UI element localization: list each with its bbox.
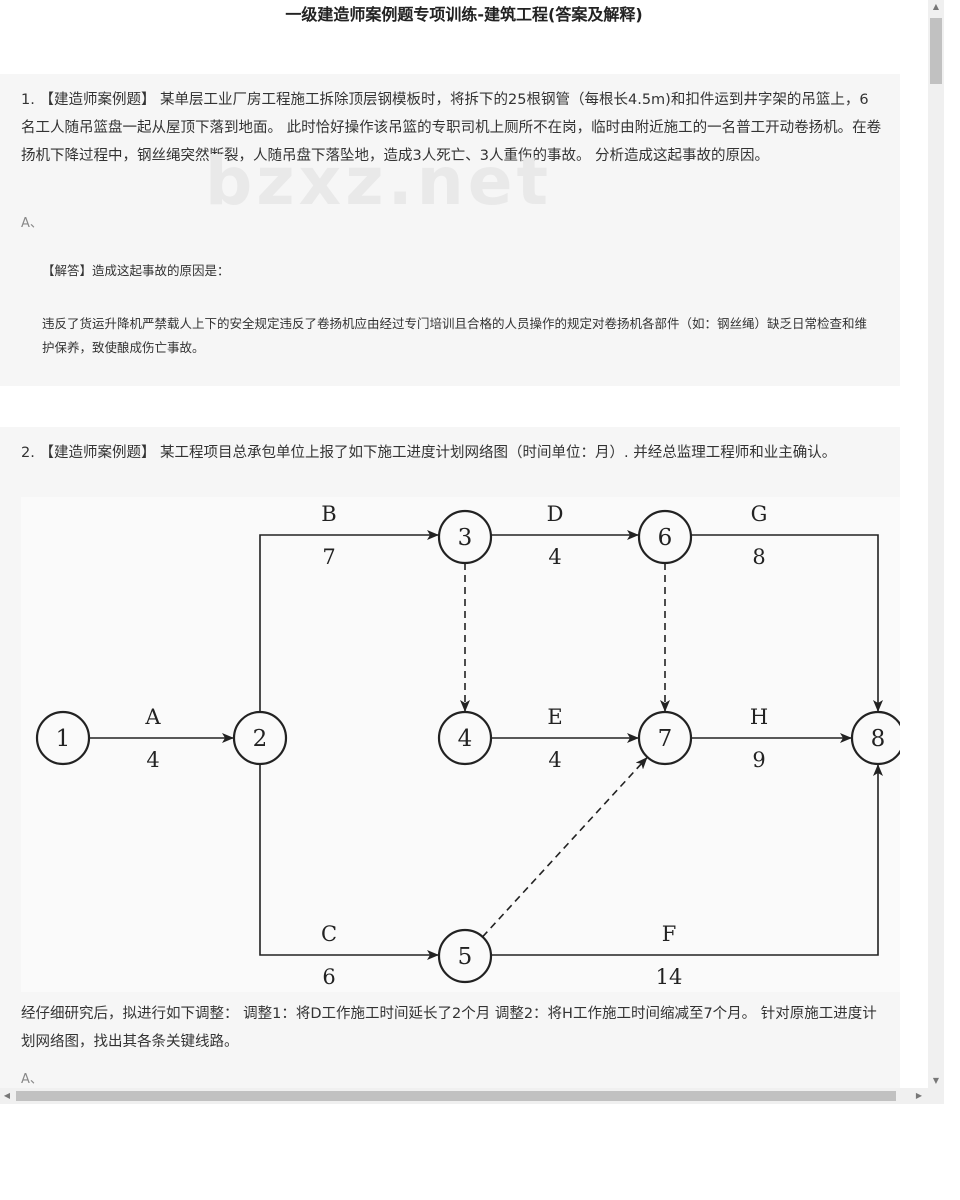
vertical-scroll-thumb[interactable] xyxy=(930,18,942,84)
activity-arrow-F xyxy=(491,764,883,956)
activity-name-F: F xyxy=(662,922,677,946)
scroll-up-icon[interactable]: ▲ xyxy=(932,2,940,11)
activity-name-B: B xyxy=(321,502,336,526)
node-label-8: 8 xyxy=(871,726,886,752)
activity-arrow-C xyxy=(259,764,439,960)
activity-arrow-B xyxy=(259,530,439,712)
horizontal-scroll-thumb[interactable] xyxy=(16,1091,896,1101)
node-circle-5 xyxy=(437,928,493,984)
node-label-6: 6 xyxy=(658,525,673,551)
node-label-1: 1 xyxy=(56,726,71,752)
page-title: 一级建造师案例题专项训练-建筑工程(答案及解释) xyxy=(285,5,643,24)
activity-duration-F: 14 xyxy=(656,965,683,989)
activity-duration-A: 4 xyxy=(146,748,159,772)
node-label-2: 2 xyxy=(253,726,268,752)
activity-name-E: E xyxy=(547,705,562,729)
scroll-right-icon[interactable]: ▶ xyxy=(915,1091,923,1100)
activity-arrow-G xyxy=(691,534,883,712)
question-1-explanation-body: 违反了货运升降机严禁载人上下的安全规定违反了卷扬机应由经过专门培训且合格的人员操… xyxy=(42,316,868,355)
scroll-down-icon[interactable]: ▼ xyxy=(932,1076,940,1085)
activity-duration-E: 4 xyxy=(548,748,561,772)
activity-duration-B: 7 xyxy=(322,545,335,569)
activity-duration-G: 8 xyxy=(752,545,765,569)
document-viewport: 一级建造师案例题专项训练-建筑工程(答案及解释) 1. 【建造师案例题】 某单层… xyxy=(0,5,906,1087)
activity-duration-C: 6 xyxy=(322,965,335,989)
activity-name-D: D xyxy=(547,502,564,526)
question-1-answer-label: A、 xyxy=(21,216,43,231)
question-2-text: 2. 【建造师案例题】 某工程项目总承包单位上报了如下施工进度计划网络图（时间单… xyxy=(21,445,837,461)
node-circle-3 xyxy=(437,509,493,565)
question-1-text: 1. 【建造师案例题】 某单层工业厂房工程施工拆除顶层钢模板时，将拆下的25根钢… xyxy=(21,92,882,164)
activity-name-C: C xyxy=(321,922,337,946)
question-card-1: 1. 【建造师案例题】 某单层工业厂房工程施工拆除顶层钢模板时，将拆下的25根钢… xyxy=(0,74,900,386)
activity-name-A: A xyxy=(144,705,161,729)
activity-duration-H: 9 xyxy=(752,748,765,772)
activity-name-H: H xyxy=(750,705,768,729)
scroll-left-icon[interactable]: ◀ xyxy=(3,1091,11,1100)
dummy-arrow-5-7 xyxy=(481,756,649,938)
activity-name-G: G xyxy=(751,502,768,526)
node-circle-6 xyxy=(637,509,693,565)
node-circle-1 xyxy=(35,710,91,766)
question-2-answer-label: A、 xyxy=(21,1072,43,1087)
node-label-3: 3 xyxy=(458,525,473,551)
scrollbar-corner xyxy=(928,1088,944,1104)
node-label-5: 5 xyxy=(458,944,473,970)
question-2-followup-text: 经仔细研究后，拟进行如下调整： 调整1：将D工作施工时间延长了2个月 调整2：将… xyxy=(21,1006,877,1050)
node-circle-7 xyxy=(637,710,693,766)
vertical-scrollbar[interactable] xyxy=(928,0,944,1088)
watermark: bzxz.net xyxy=(205,143,553,220)
node-label-7: 7 xyxy=(658,726,673,752)
question-1-explanation-heading: 【解答】造成这起事故的原因是： xyxy=(42,263,230,278)
node-circle-4 xyxy=(437,710,493,766)
node-circle-2 xyxy=(232,710,288,766)
activity-duration-D: 4 xyxy=(548,545,561,569)
node-label-4: 4 xyxy=(458,726,473,752)
